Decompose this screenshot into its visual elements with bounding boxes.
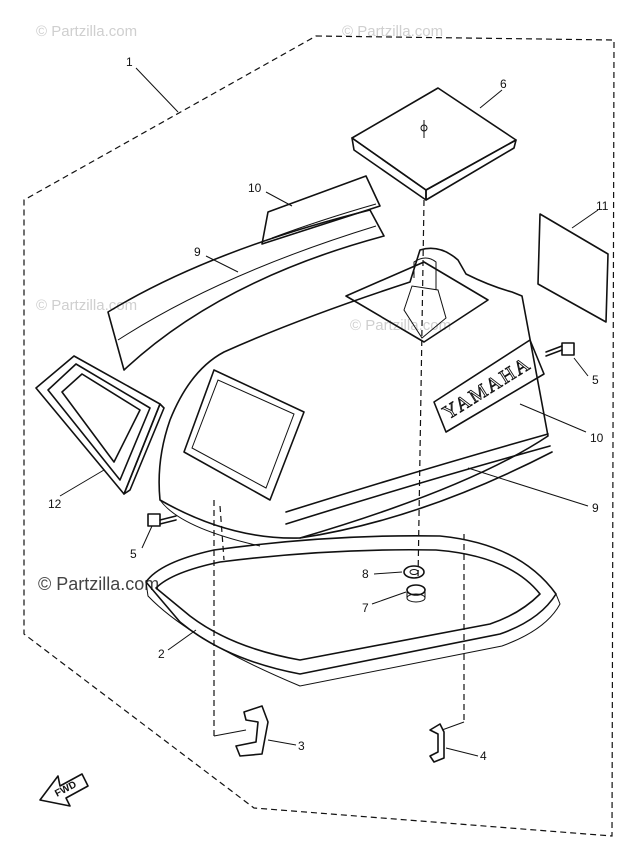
part-7-collar	[406, 584, 426, 603]
callout-5-left: 5	[130, 547, 137, 561]
callout-12: 12	[48, 497, 62, 511]
watermark-main: © Partzilla.com	[38, 574, 159, 594]
callout-10-lower: 10	[590, 431, 604, 445]
part-8-grommet	[403, 565, 425, 579]
callout-9-upper: 9	[194, 245, 201, 259]
callout-8: 8	[362, 567, 369, 581]
part-3-bracket	[213, 705, 269, 757]
watermark-mid-left: © Partzilla.com	[36, 297, 137, 314]
callout-11: 11	[596, 199, 609, 213]
callout-4: 4	[480, 749, 487, 763]
watermark-mid-right: © Partzilla.com	[350, 317, 451, 334]
part-5-bolt-left	[147, 513, 177, 527]
callout-1: 1	[126, 55, 133, 69]
part-12-window-frame	[35, 355, 165, 495]
part-11-decal	[537, 213, 609, 323]
callout-5-right: 5	[592, 373, 599, 387]
callout-10-upper: 10	[248, 181, 262, 195]
leader-lines	[59, 67, 599, 757]
fwd-arrow: FWD	[39, 773, 89, 807]
guide-mid	[219, 505, 225, 561]
fwd-label: FWD	[53, 779, 78, 799]
part-4-bracket	[429, 721, 465, 763]
part-5-bolt-right	[545, 342, 575, 357]
part-10-decal-upper	[261, 175, 381, 245]
callout-6: 6	[500, 77, 507, 91]
part-1-top-cowling: YAMAHA	[158, 247, 553, 547]
callout-2: 2	[158, 647, 165, 661]
watermark-top-left: © Partzilla.com	[36, 23, 137, 40]
callout-7: 7	[362, 601, 369, 615]
part-6-top-plate	[351, 87, 517, 201]
assembly-boundary	[23, 35, 615, 837]
callout-3: 3	[298, 739, 305, 753]
watermark-top-right: © Partzilla.com	[342, 23, 443, 40]
part-2-gasket	[145, 534, 561, 687]
part-9-trim-upper	[107, 209, 385, 371]
axis-center	[417, 199, 425, 581]
callout-9-lower: 9	[592, 501, 599, 515]
